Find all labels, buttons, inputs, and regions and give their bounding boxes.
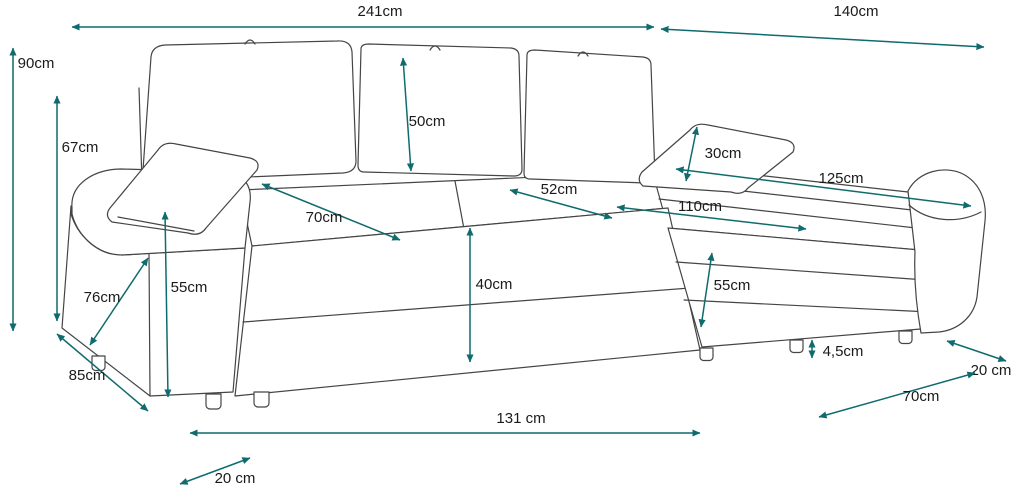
dim-label-backrest-height: 50cm	[409, 113, 446, 130]
dim-armrest-width-left: 20 cm	[179, 457, 256, 487]
dim-label-armrest-front-height: 55cm	[171, 279, 208, 296]
dim-total-width: 241cm	[71, 3, 655, 31]
dim-seat-width-left: 70cm	[261, 183, 401, 241]
sofa-leg-chaise-1	[789, 339, 804, 354]
dim-arrow-chaise-front-width	[818, 371, 976, 419]
sofa-leg-front-left-2	[253, 391, 270, 408]
dim-label-armrest-width-left: 20 cm	[215, 470, 256, 487]
dim-armrest-front-height: 55cm	[161, 211, 208, 398]
sofa-leg-corner	[699, 347, 714, 362]
dim-backrest-height: 50cm	[399, 57, 446, 172]
dim-arrow-armrest-width-left	[179, 457, 251, 485]
seat-seam	[454, 180, 465, 230]
cushion-pucker-1	[244, 39, 256, 45]
dim-label-armrest-depth: 76cm	[84, 289, 121, 306]
dim-seat-section-width: 52cm	[509, 181, 613, 220]
dim-chaise-front-width: 70cm	[818, 371, 976, 419]
dim-chaise-total-width: 140cm	[660, 3, 985, 51]
dim-label-seat-height: 40cm	[476, 276, 513, 293]
dim-seat-height: 40cm	[466, 227, 513, 363]
dim-arrow-chaise-back-length	[675, 166, 972, 209]
dim-label-seat-section-width: 52cm	[541, 181, 578, 198]
dim-arrow-armrest-front-height	[161, 211, 172, 398]
right-armrest-roll-line	[908, 204, 982, 221]
dim-arrow-chaise-seat-length	[616, 204, 807, 232]
dim-chaise-seat-length: 110cm	[616, 198, 807, 232]
dim-armrest-height: 67cm	[53, 95, 99, 322]
dim-label-bed-length: 131 cm	[496, 410, 545, 427]
dim-label-overall-height: 90cm	[18, 55, 55, 72]
dim-label-chaise-total-width: 140cm	[833, 3, 878, 20]
dim-label-chaise-front-height: 55cm	[714, 277, 751, 294]
right-armrest	[907, 169, 986, 334]
dimension-annotations: 241cm 140cm 90cm 67cm 50cm 30cm	[9, 3, 1012, 487]
dim-label-base-depth: 85cm	[69, 367, 106, 384]
dim-label-chaise-front-width: 70cm	[903, 388, 940, 405]
dim-overall-height: 90cm	[9, 47, 55, 332]
dim-arrow-chaise-total-width	[660, 25, 985, 51]
back-cushion-right	[523, 49, 656, 184]
dim-label-chaise-seat-length: 110cm	[678, 198, 722, 215]
dim-arrow-base-depth	[56, 333, 149, 412]
dim-label-leg-height: 4,5cm	[823, 343, 864, 360]
dim-arrow-chaise-front-height	[698, 252, 715, 328]
dim-bed-length: 131 cm	[189, 410, 701, 437]
cushion-pucker-2	[429, 45, 441, 51]
sofa-leg-front-left-1	[205, 393, 222, 410]
dim-chaise-front-height: 55cm	[698, 252, 751, 328]
dim-label-pillow-height: 30cm	[705, 145, 742, 162]
dim-label-seat-width-left: 70cm	[306, 209, 343, 226]
dim-arrow-seat-width-left	[261, 183, 401, 241]
dim-armrest-width-right: 20 cm	[946, 340, 1012, 379]
dim-arrow-armrest-width-right	[946, 340, 1007, 362]
left-arm-pillow	[106, 142, 259, 235]
chaise-front-seam-2	[683, 299, 931, 313]
chaise-front-seam-1	[675, 261, 927, 281]
left-arm-pillow-piping	[117, 216, 195, 232]
dim-label-armrest-height: 67cm	[62, 139, 99, 156]
back-cushion-middle	[357, 43, 523, 177]
sofa-leg-chaise-2	[898, 330, 913, 345]
cushion-pucker-3	[577, 51, 589, 57]
dim-label-armrest-width-right: 20 cm	[971, 362, 1012, 379]
dim-base-depth: 85cm	[56, 333, 149, 412]
dim-label-total-width: 241cm	[357, 3, 402, 20]
dim-leg-height: 4,5cm	[808, 339, 864, 360]
dim-label-chaise-back-length: 125cm	[818, 170, 863, 187]
dim-armrest-depth: 76cm	[84, 257, 149, 346]
dim-arrow-backrest-height	[399, 57, 415, 172]
sofa-back-frame-line	[138, 87, 143, 183]
dim-arrow-seat-section-width	[509, 188, 613, 220]
dim-arrow-armrest-depth	[89, 257, 149, 346]
left-armrest-front-edge	[148, 252, 151, 397]
dim-chaise-back-length: 125cm	[675, 166, 972, 209]
